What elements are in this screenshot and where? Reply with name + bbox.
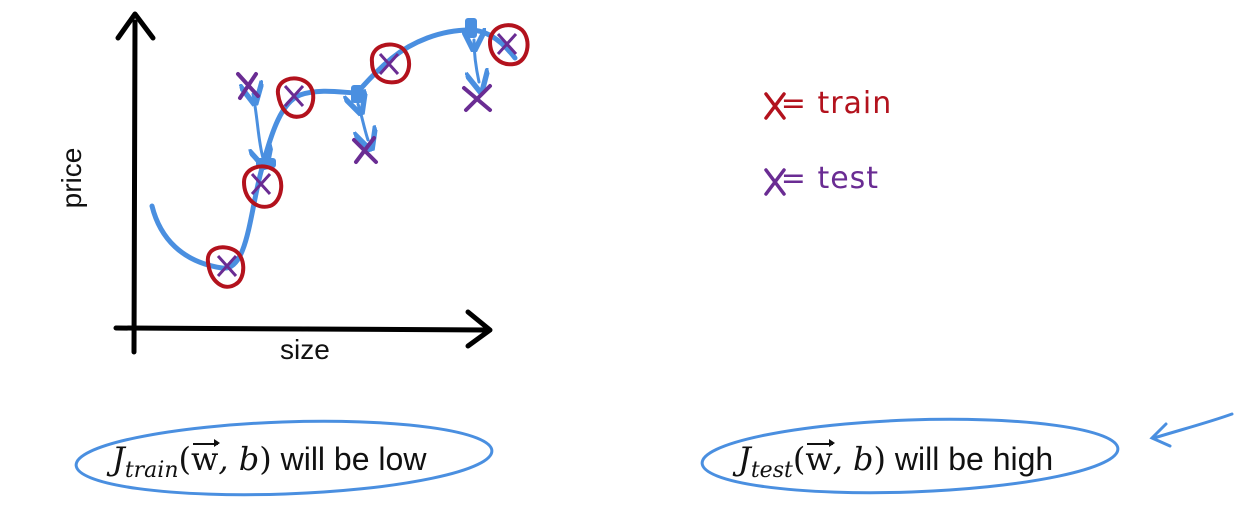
y-axis-label: price [56, 147, 87, 209]
cost-test-close-paren: ) [873, 440, 887, 478]
cost-train-b: , b [218, 440, 260, 478]
legend-test-x-icon [764, 168, 786, 196]
prediction-marker [351, 85, 363, 103]
legend-test-label: = test [780, 161, 880, 196]
cost-train-text: will be low [271, 441, 427, 477]
cost-test-text: will be high [886, 441, 1054, 477]
cost-test-ellipse [700, 417, 1120, 495]
test-point-icon [352, 136, 378, 164]
training-points [205, 23, 530, 289]
cost-train-subscript: train [124, 458, 179, 483]
y-axis [131, 19, 138, 355]
cost-test-subscript: test [750, 458, 793, 483]
x-axis [113, 325, 491, 333]
overfit-curve [149, 27, 518, 271]
test-point-icon [462, 84, 492, 112]
train-point-icon [275, 76, 316, 119]
cost-test-b: , b [832, 440, 874, 478]
legend-train: x= train [762, 86, 892, 121]
train-point-icon [487, 23, 530, 67]
error-arrows [253, 40, 479, 158]
error-arrow [474, 40, 479, 82]
legend-test: x= test [762, 161, 879, 196]
legend-train-label: = train [780, 86, 893, 121]
train-point-icon [205, 245, 246, 289]
y-axis-arrowhead [115, 11, 156, 41]
train-point-icon [369, 42, 412, 85]
pointer-arrow-icon [1149, 412, 1234, 448]
x-axis-arrowhead [465, 309, 493, 349]
x-axis-label: size [280, 334, 330, 365]
test-point-icon [236, 72, 260, 100]
error-arrow [253, 94, 263, 158]
train-point-icon [241, 164, 284, 209]
cost-train-w-vector: w [191, 439, 221, 478]
cost-train-ellipse [74, 419, 494, 497]
cost-test-w-vector: w [805, 439, 836, 478]
axes [113, 11, 493, 355]
error-arrow [358, 104, 368, 140]
cost-train-close-paren: ) [259, 440, 272, 478]
cost-test-j: J [738, 440, 751, 478]
cost-train-expression: Jtrain(w, b) will be low [112, 439, 427, 483]
cost-train-open-paren: ( [178, 440, 191, 478]
prediction-marker [465, 18, 477, 38]
cost-test-open-paren: ( [792, 440, 806, 478]
legend-train-x-icon [764, 92, 786, 120]
cost-train-j: J [112, 440, 125, 478]
test-points [236, 72, 492, 164]
cost-test-expression: Jtest(w, b) will be high [738, 439, 1054, 483]
